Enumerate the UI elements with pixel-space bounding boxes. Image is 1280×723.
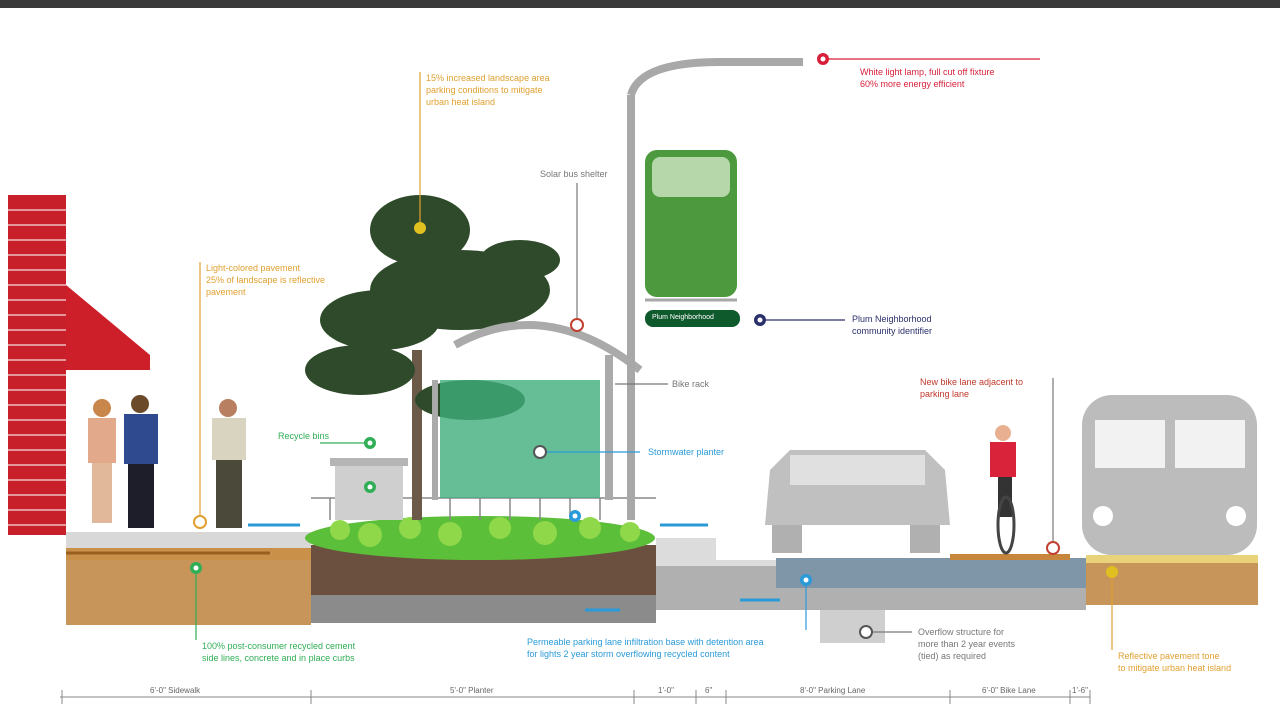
reflective-callout-line: to mitigate urban heat island [1118, 663, 1232, 673]
permeable-callout: Permeable parking lane infiltration base… [527, 636, 764, 660]
recycle-callout: Recycle bins [278, 431, 330, 441]
light-callout: White light lamp, full cut off fixture 6… [860, 66, 994, 90]
reflective-callout: Reflective pavement tone to mitigate urb… [1118, 650, 1231, 674]
identifier-callout-line: Plum Neighborhood [852, 314, 932, 324]
concrete-callout-line: 100% post-consumer recycled cement [202, 641, 356, 651]
dim-gutter: 6" [705, 686, 713, 695]
dim-sidewalk: 6'-0" Sidewalk [150, 686, 201, 695]
concrete-callout-line: side lines, concrete and in place curbs [202, 653, 355, 663]
bus-shelter [432, 321, 643, 500]
tree-callout-line: parking conditions to mitigate [426, 85, 543, 95]
tree-callout-line: urban heat island [426, 97, 496, 107]
bike-lane-callout: New bike lane adjacent to parking lane [920, 376, 1023, 400]
dim-buffer: 1'-6" [1072, 686, 1088, 695]
sidewalk [66, 532, 311, 625]
top-border [0, 0, 1280, 8]
shelter-callout: Solar bus shelter [540, 169, 608, 179]
overflow-callout: Overflow structure for more than 2 year … [918, 626, 1015, 662]
pavement-callout-line: Light-colored pavement [206, 263, 301, 273]
dim-bike-lane: 6'-0" Bike Lane [982, 686, 1036, 695]
pedestrians [88, 395, 246, 528]
leader-lines [195, 58, 1113, 650]
dim-planter: 5'-0" Planter [450, 686, 494, 695]
overflow-callout-line: Overflow structure for [918, 627, 1005, 637]
concrete-callout: 100% post-consumer recycled cement side … [202, 640, 355, 664]
overflow-callout-line: (tied) as required [918, 651, 987, 661]
pavement-callout-line: pavement [206, 287, 246, 297]
pavement-callout-line: 25% of landscape is reflective [206, 275, 326, 285]
bike-lane-callout-line: New bike lane adjacent to [920, 377, 1024, 387]
cyclist [990, 425, 1016, 555]
planter [305, 497, 656, 623]
neighborhood-sign-text: Plum Neighborhood [652, 314, 714, 321]
tree-callout: 15% increased landscape area parking con… [426, 72, 550, 108]
dim-parking-lane: 8'-0" Parking Lane [800, 686, 866, 695]
callout-markers [190, 53, 1118, 639]
overflow-callout-line: more than 2 year events [918, 639, 1016, 649]
light-callout-line: White light lamp, full cut off fixture [860, 67, 995, 77]
road [656, 538, 1258, 643]
light-callout-line: 60% more energy efficient [860, 79, 965, 89]
permeable-callout-line: for lights 2 year storm overflowing recy… [527, 649, 730, 659]
bike-rack-callout: Bike rack [672, 379, 710, 389]
identifier-callout-line: community identifier [852, 326, 933, 336]
car [765, 450, 950, 553]
reflective-callout-line: Reflective pavement tone [1118, 651, 1220, 661]
dim-curb: 1'-0" [658, 686, 674, 695]
dimension-line [60, 690, 1091, 704]
permeable-callout-line: Permeable parking lane infiltration base… [527, 637, 764, 647]
street-light [627, 58, 803, 520]
water-flow-arrows [248, 523, 780, 612]
bus [1082, 395, 1257, 555]
stormwater-callout: Stormwater planter [648, 447, 725, 457]
bike-lane-callout-line: parking lane [920, 389, 970, 399]
pavement-callout: Light-colored pavement 25% of landscape … [206, 262, 325, 298]
brick-building [8, 195, 150, 535]
tree-callout-line: 15% increased landscape area [426, 73, 550, 83]
identifier-callout: Plum Neighborhood community identifier [852, 313, 932, 337]
